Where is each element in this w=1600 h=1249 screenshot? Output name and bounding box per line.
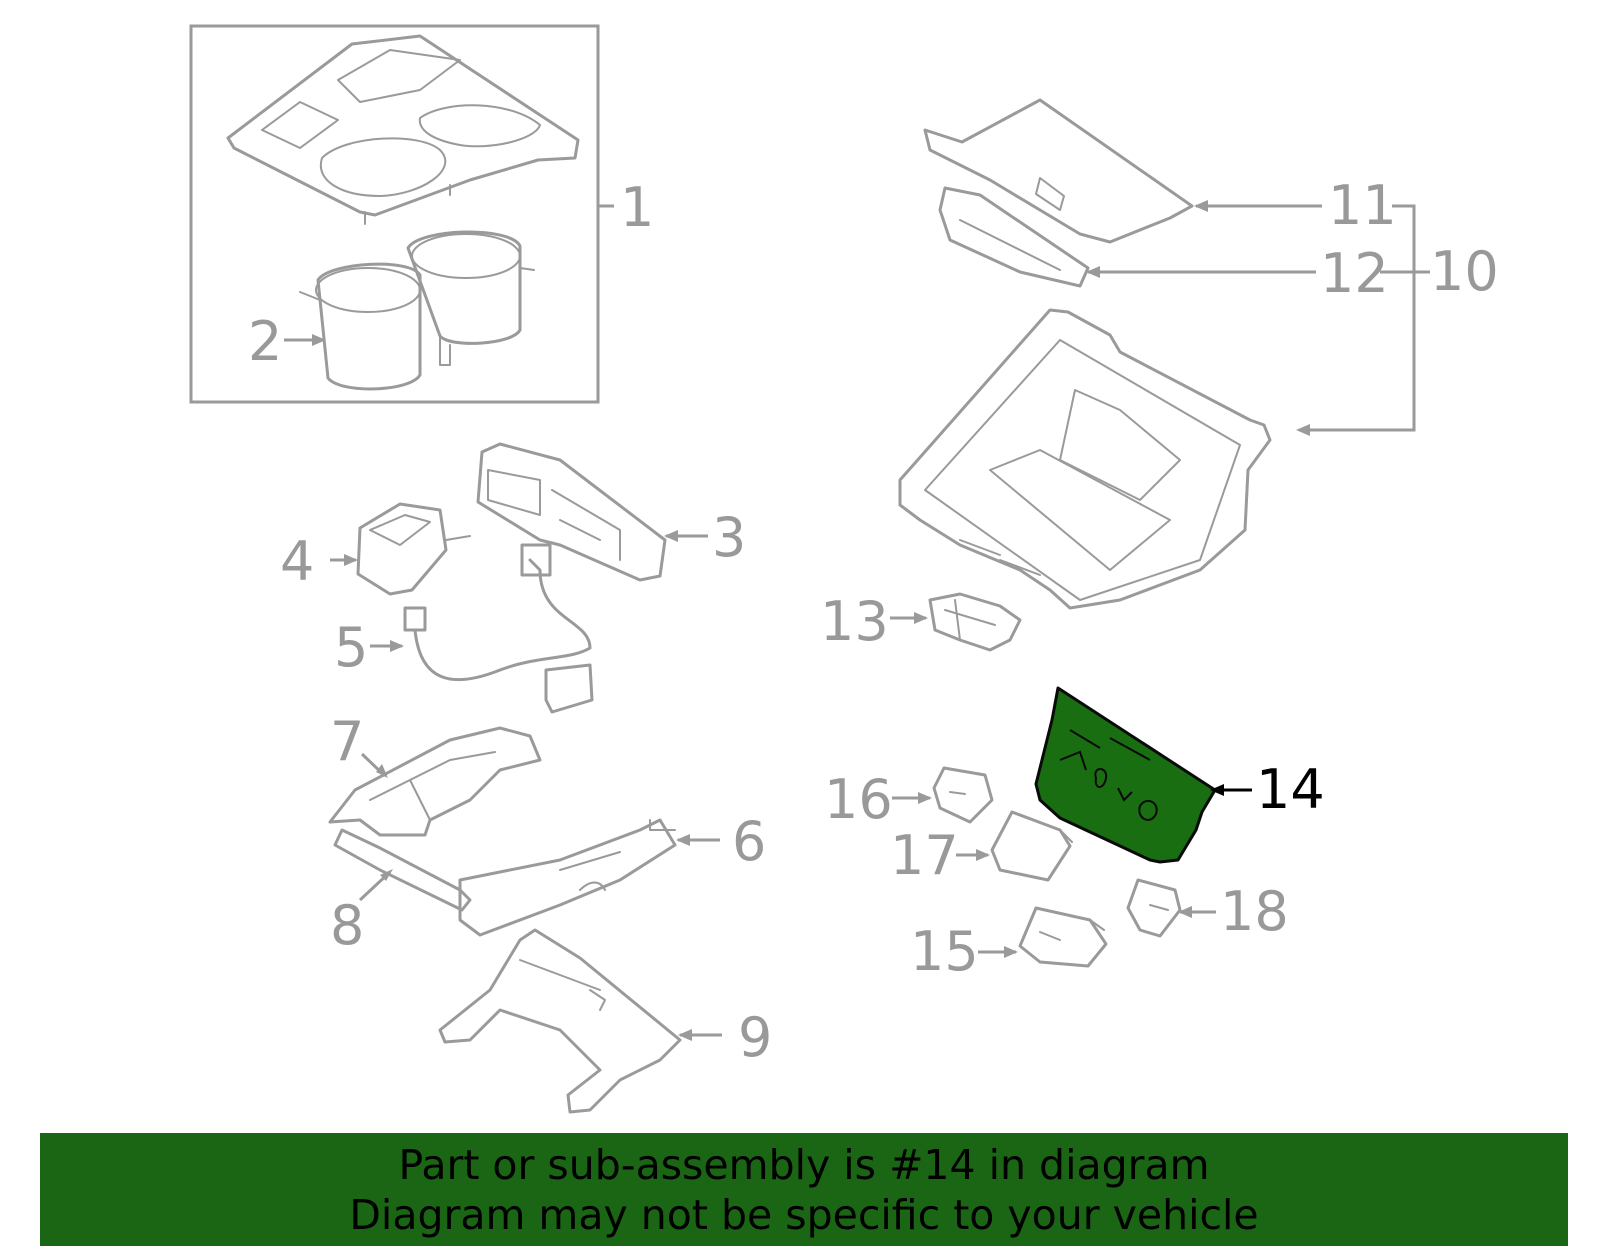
- part-16-switch[interactable]: [932, 766, 994, 824]
- part-10-console-box[interactable]: [898, 308, 1272, 610]
- callout-6: 6: [732, 810, 766, 873]
- callout-15: 15: [910, 920, 979, 983]
- callout-18: 18: [1220, 880, 1289, 943]
- part-7-bracket[interactable]: [328, 726, 542, 837]
- callout-4: 4: [280, 530, 314, 593]
- banner-line-1: Part or sub-assembly is #14 in diagram: [398, 1140, 1210, 1189]
- callout-13: 13: [820, 590, 889, 653]
- callout-1: 1: [620, 176, 654, 239]
- info-banner: Part or sub-assembly is #14 in diagram D…: [40, 1133, 1568, 1246]
- callout-16: 16: [824, 768, 893, 831]
- callout-11: 11: [1328, 174, 1397, 237]
- part-13-clip[interactable]: [928, 592, 1022, 652]
- part-15-switch[interactable]: [1018, 906, 1108, 968]
- callout-9: 9: [738, 1006, 772, 1069]
- assembly-box-1: [189, 24, 600, 404]
- part-17-tray[interactable]: [990, 810, 1073, 882]
- part-14-control-panel[interactable]: [1034, 686, 1217, 864]
- part-1-trim-panel[interactable]: [226, 34, 580, 225]
- callout-7: 7: [330, 710, 364, 773]
- banner-line-2: Diagram may not be specific to your vehi…: [349, 1190, 1259, 1239]
- part-6-side-panel[interactable]: [458, 818, 677, 937]
- callout-8: 8: [330, 894, 364, 957]
- part-9-lower-bracket[interactable]: [438, 928, 682, 1114]
- callout-2: 2: [248, 310, 282, 373]
- part-2-cup-holder[interactable]: [299, 230, 535, 391]
- part-12-latch[interactable]: [938, 186, 1090, 288]
- part-18-module[interactable]: [1126, 878, 1182, 938]
- part-3-switch-module[interactable]: [476, 442, 667, 582]
- callout-17: 17: [890, 824, 959, 887]
- part-8-rail[interactable]: [333, 828, 472, 912]
- callout-10: 10: [1430, 240, 1499, 303]
- callout-3: 3: [712, 506, 746, 569]
- part-11-lid[interactable]: [923, 98, 1194, 244]
- callout-5: 5: [334, 616, 368, 679]
- callout-12: 12: [1320, 242, 1389, 305]
- part-5-wiring-harness[interactable]: [403, 543, 594, 714]
- callout-14: 14: [1256, 758, 1325, 821]
- part-4-switch[interactable]: [356, 502, 471, 596]
